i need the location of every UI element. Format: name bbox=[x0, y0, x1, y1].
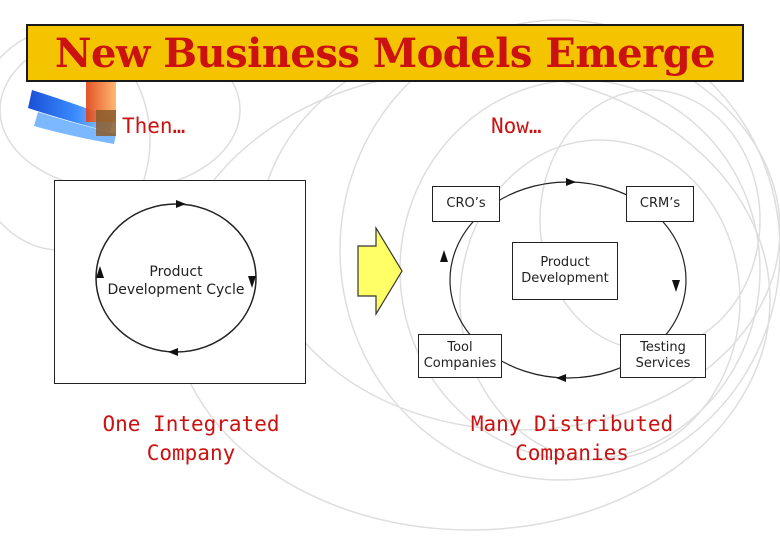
then-arrow-bottom bbox=[168, 348, 178, 356]
then-heading: Then… bbox=[122, 114, 186, 138]
then-arrow-right bbox=[248, 276, 256, 288]
now-caption-line2: Companies bbox=[515, 441, 629, 466]
cros-label: CRO’s bbox=[446, 195, 486, 211]
tool-companies-line2: Companies bbox=[423, 356, 497, 371]
now-caption-line1: Many Distributed bbox=[470, 412, 674, 436]
now-arrow-left bbox=[440, 250, 448, 262]
right-arrow-icon bbox=[357, 226, 403, 316]
now-arrow-top bbox=[566, 178, 576, 186]
testing-services-line2: Services bbox=[635, 356, 691, 371]
then-center-label-line2: Development Cycle bbox=[107, 281, 245, 298]
then-center-label: Product Development Cycle bbox=[96, 264, 256, 299]
then-caption-line2: Company bbox=[146, 441, 236, 466]
now-arrow-bottom bbox=[556, 374, 566, 382]
now-caption: Many Distributed Companies bbox=[436, 410, 708, 469]
tool-companies-line1: Tool bbox=[447, 339, 473, 355]
tool-companies-box: Tool Companies bbox=[418, 334, 502, 378]
testing-services-box: Testing Services bbox=[620, 334, 706, 378]
then-caption-line1: One Integrated bbox=[102, 412, 280, 436]
then-arrow-top bbox=[176, 200, 186, 208]
then-caption: One Integrated Company bbox=[60, 410, 322, 469]
now-arrow-right bbox=[672, 280, 680, 292]
cros-box: CRO’s bbox=[432, 186, 500, 222]
page-title: New Business Models Emerge bbox=[54, 29, 716, 77]
colorful-streak-logo-icon bbox=[28, 82, 116, 144]
product-development-line1: Product bbox=[540, 254, 590, 270]
title-bar: New Business Models Emerge bbox=[26, 24, 744, 82]
now-cycle-diagram bbox=[440, 178, 687, 382]
testing-services-line1: Testing bbox=[640, 339, 686, 355]
product-development-box: Product Development bbox=[512, 242, 618, 300]
now-heading: Now… bbox=[491, 114, 542, 138]
crms-label: CRM’s bbox=[639, 195, 681, 211]
product-development-line2: Development bbox=[521, 271, 609, 286]
then-cycle-diagram bbox=[54, 180, 306, 384]
then-center-label-line1: Product bbox=[149, 264, 203, 280]
crms-box: CRM’s bbox=[626, 186, 694, 222]
then-arrow-left bbox=[96, 266, 104, 278]
